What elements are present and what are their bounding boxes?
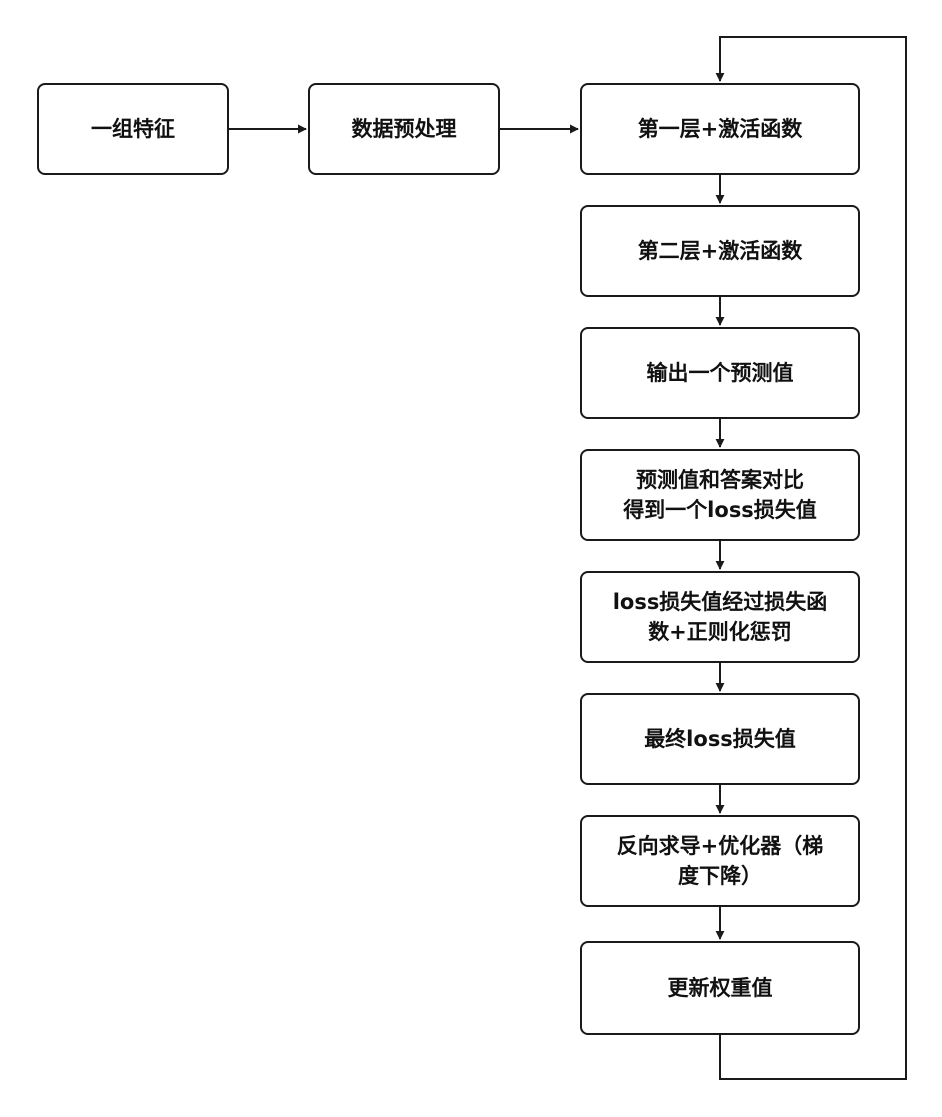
node-loss-function-line1: loss损失值经过损失函 — [612, 590, 828, 614]
node-loss-function-line2: 数+正则化惩罚 — [648, 620, 792, 644]
node-output-label: 输出一个预测值 — [646, 361, 794, 385]
node-loss-function-text: loss损失值经过损失函 数+正则化惩罚 — [613, 587, 828, 647]
node-features-label: 一组特征 — [91, 117, 175, 141]
node-preprocess: 数据预处理 — [308, 83, 500, 175]
edge-update-loop-to-layer1 — [715, 36, 907, 1080]
node-output: 输出一个预测值 — [580, 327, 860, 419]
node-loss-function: loss损失值经过损失函 数+正则化惩罚 — [580, 571, 860, 663]
node-layer2: 第二层+激活函数 — [580, 205, 860, 297]
node-final-loss-label: 最终loss损失值 — [644, 727, 796, 751]
node-layer1-label: 第一层+激活函数 — [637, 117, 803, 141]
node-features: 一组特征 — [37, 83, 229, 175]
node-compare-text: 预测值和答案对比 得到一个loss损失值 — [623, 465, 817, 525]
node-update-weights-label: 更新权重值 — [667, 976, 773, 1000]
node-backprop-line1: 反向求导+优化器（梯 — [616, 834, 824, 858]
node-compare: 预测值和答案对比 得到一个loss损失值 — [580, 449, 860, 541]
node-update-weights: 更新权重值 — [580, 941, 860, 1035]
node-compare-line2: 得到一个loss损失值 — [623, 498, 817, 522]
node-preprocess-label: 数据预处理 — [351, 117, 457, 141]
node-backprop: 反向求导+优化器（梯 度下降） — [580, 815, 860, 907]
node-layer1: 第一层+激活函数 — [580, 83, 860, 175]
node-compare-line1: 预测值和答案对比 — [636, 468, 804, 492]
node-backprop-line2: 度下降） — [677, 864, 762, 888]
node-backprop-text: 反向求导+优化器（梯 度下降） — [617, 831, 824, 891]
node-layer2-label: 第二层+激活函数 — [637, 239, 803, 263]
node-final-loss: 最终loss损失值 — [580, 693, 860, 785]
